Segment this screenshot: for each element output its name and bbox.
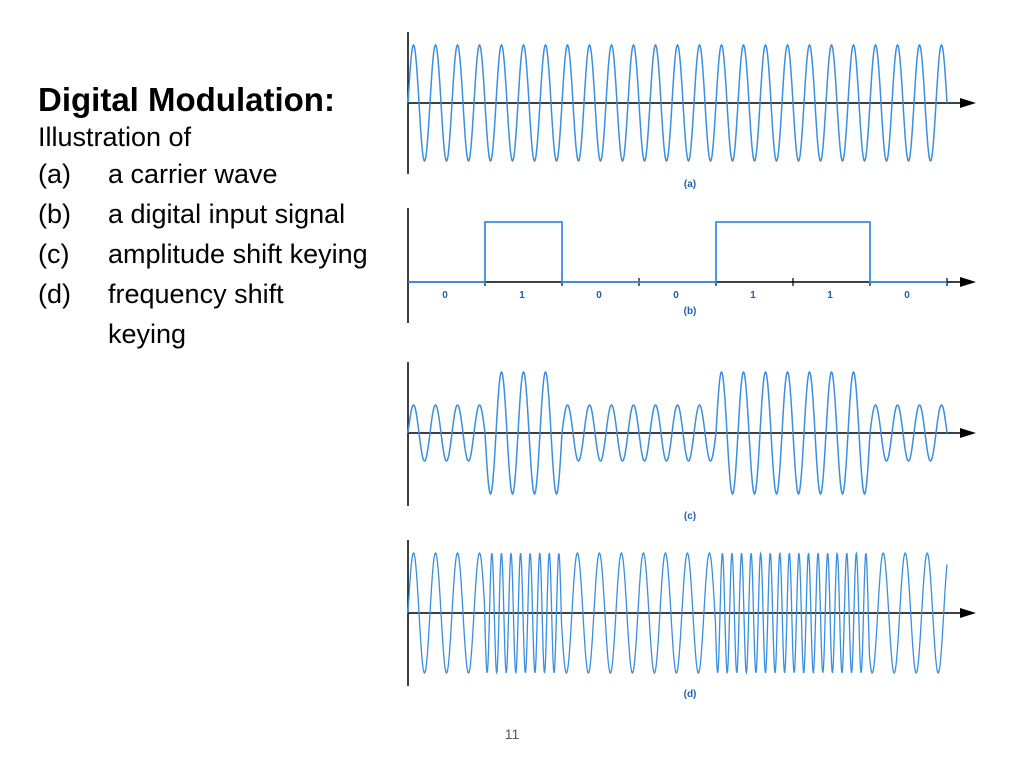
list-item: (d) frequency shift keying bbox=[38, 274, 368, 354]
x-axis-arrow bbox=[960, 428, 976, 438]
fsk-diagram: (d) bbox=[407, 540, 976, 700]
bit-label: 0 bbox=[673, 290, 679, 301]
slide-title: Digital Modulation: bbox=[38, 81, 335, 118]
list-item: (b) a digital input signal bbox=[38, 194, 368, 234]
digital-signal-line bbox=[408, 221, 947, 283]
x-axis-arrow bbox=[960, 98, 976, 108]
x-axis-arrow bbox=[960, 608, 976, 618]
fsk-wave-line bbox=[407, 551, 948, 675]
slide-subtitle: Illustration of bbox=[38, 122, 192, 152]
list-item-label: (b) bbox=[38, 199, 71, 229]
bit-label: 0 bbox=[904, 290, 910, 301]
list-item-label: (d) bbox=[38, 279, 71, 309]
ask-wave-line bbox=[407, 370, 948, 496]
x-axis-arrow bbox=[960, 277, 976, 287]
list-item-text: amplitude shift keying bbox=[108, 239, 368, 269]
carrier-wave-line bbox=[407, 43, 948, 163]
panel-digital-input: 0 1 0 0 1 1 0 (b) bbox=[400, 208, 990, 323]
bit-label: 0 bbox=[596, 290, 602, 301]
bit-label: 0 bbox=[442, 290, 448, 301]
bit-label: 1 bbox=[750, 290, 756, 301]
list-item-text: frequency shift keying bbox=[108, 279, 284, 349]
panel-fsk: (d) bbox=[400, 538, 990, 704]
carrier-wave-diagram: (a) bbox=[407, 32, 976, 190]
panel-label: (b) bbox=[684, 306, 697, 317]
panel-label: (d) bbox=[684, 689, 697, 700]
bit-label: 1 bbox=[519, 290, 525, 301]
list-item-label: (a) bbox=[38, 159, 71, 189]
list-item: (a) a carrier wave bbox=[38, 154, 368, 194]
panel-carrier-wave: (a) bbox=[400, 28, 990, 200]
list-item: (c) amplitude shift keying bbox=[38, 234, 368, 274]
page-number: 11 bbox=[504, 726, 520, 742]
digital-input-diagram: 0 1 0 0 1 1 0 (b) bbox=[407, 208, 976, 323]
text-column: Digital Modulation: Illustration of (a) … bbox=[38, 80, 368, 354]
list-item-text: a carrier wave bbox=[108, 159, 278, 189]
panel-label: (c) bbox=[684, 511, 696, 522]
ask-diagram: (c) bbox=[407, 362, 976, 522]
bit-label: 1 bbox=[827, 290, 833, 301]
list-item-label: (c) bbox=[38, 239, 70, 269]
list-item-text: a digital input signal bbox=[108, 199, 346, 229]
panel-ask: (c) bbox=[400, 362, 990, 528]
panel-label: (a) bbox=[684, 179, 696, 190]
